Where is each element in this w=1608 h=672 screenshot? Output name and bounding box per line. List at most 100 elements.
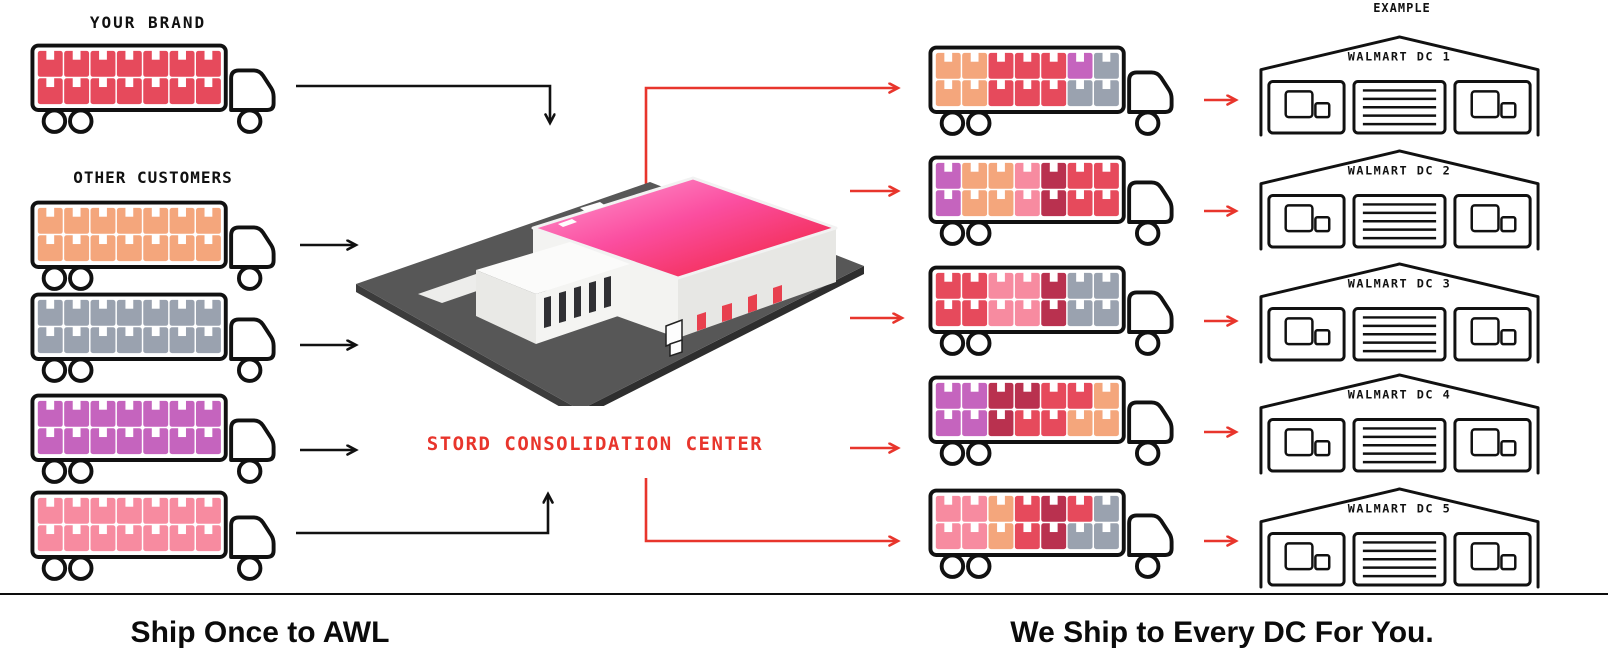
cargo-box-orange xyxy=(935,79,961,107)
cargo-box-gray xyxy=(64,299,90,326)
cargo-box-darkred xyxy=(1041,189,1067,217)
dock-door-shutter xyxy=(1352,532,1447,587)
cargo-box-red xyxy=(1093,189,1119,217)
cargo-box-purple xyxy=(37,400,63,427)
cargo-box-pink xyxy=(935,522,961,550)
cargo-box-orange xyxy=(195,207,221,234)
cargo-box-orange xyxy=(169,207,195,234)
warehouse-graphic: WALMART DC 5 xyxy=(1259,487,1540,589)
cargo-box-orange xyxy=(962,52,988,79)
truck-cab xyxy=(229,317,276,361)
dock-door-pallet xyxy=(1453,532,1532,587)
wheel xyxy=(939,330,966,356)
wheel xyxy=(68,265,94,291)
cargo-box-red xyxy=(1067,382,1093,409)
cargo-box-pink xyxy=(988,272,1014,299)
caption-we-ship: We Ship to Every DC For You. xyxy=(1010,616,1434,649)
outbound-truck-3-graphic xyxy=(928,265,1174,356)
cargo-box-purple xyxy=(169,400,195,427)
cargo-box-red xyxy=(1067,162,1093,189)
cargo-box-purple xyxy=(935,409,961,437)
cargo-box-red xyxy=(1067,495,1093,522)
customer-truck-pink-graphic xyxy=(30,490,276,581)
cargo-box-pink xyxy=(64,524,90,552)
cargo-box-orange xyxy=(988,189,1014,217)
cargo-box-gray xyxy=(195,326,221,354)
hall-right-wall xyxy=(678,228,836,338)
warehouse-3d-graphic xyxy=(356,176,864,418)
warehouse-dc-2: WALMART DC 2 xyxy=(1256,144,1543,255)
dock-stripe xyxy=(773,285,782,304)
cargo-box-orange xyxy=(962,79,988,107)
cargo-box-pink xyxy=(1014,189,1040,217)
dock-door-pallet xyxy=(1267,532,1346,587)
cargo-box-gray xyxy=(1093,272,1119,299)
wheel xyxy=(966,330,992,356)
cargo-box-pink xyxy=(962,522,988,550)
example-label: EXAMPLE xyxy=(1373,1,1431,15)
cargo-box-gray xyxy=(1093,79,1119,107)
wheel xyxy=(41,458,68,484)
cargo-box-orange xyxy=(90,234,116,262)
cargo-box-gray xyxy=(1093,522,1119,550)
warehouse-dc-1: WALMART DC 1 xyxy=(1256,30,1543,141)
outbound-truck-4 xyxy=(928,375,1176,471)
cargo-box-orange xyxy=(169,234,195,262)
customer-truck-pink xyxy=(30,490,278,586)
dock-stripe xyxy=(697,312,706,331)
cargo-box-red xyxy=(1014,52,1040,79)
cargo-box-orange xyxy=(143,207,169,234)
cargo-box-red xyxy=(962,272,988,299)
truck-cab xyxy=(1127,290,1174,334)
cargo-box-purple xyxy=(143,400,169,427)
caption-ship-once: Ship Once to AWL xyxy=(130,616,390,649)
cargo-box-red xyxy=(37,50,63,77)
truck-cab xyxy=(229,68,276,112)
cargo-box-purple xyxy=(90,400,116,427)
cargo-box-red xyxy=(1093,162,1119,189)
wheel xyxy=(41,108,68,134)
cargo-box-red xyxy=(1014,522,1040,550)
outbound-truck-1-graphic xyxy=(928,45,1174,136)
cargo-box-red xyxy=(988,52,1014,79)
cargo-box-pink xyxy=(64,497,90,524)
cargo-box-gray xyxy=(1067,272,1093,299)
hall-roof xyxy=(531,176,838,280)
truck-cab xyxy=(1127,400,1174,444)
truck-cab xyxy=(229,515,276,559)
wheel xyxy=(966,110,992,136)
cargo-box-gray xyxy=(169,299,195,326)
cargo-box-orange xyxy=(988,495,1014,522)
wheel xyxy=(939,553,966,579)
dock-door-pallet xyxy=(1453,80,1532,135)
platform-edge-left xyxy=(356,284,580,418)
wheel xyxy=(236,357,263,383)
cargo-box-orange xyxy=(116,234,142,262)
consolidation-center-label: STORD CONSOLIDATION CENTER xyxy=(426,433,764,455)
cargo-box-gray xyxy=(143,299,169,326)
arrow-customer4-to-center xyxy=(296,494,548,535)
cargo-box-darkred xyxy=(1041,162,1067,189)
cargo-box-purple xyxy=(935,382,961,409)
office-window xyxy=(559,291,566,323)
warehouse-dc-5: WALMART DC 5 xyxy=(1256,482,1543,593)
cargo-box-orange xyxy=(195,234,221,262)
cargo-box-orange xyxy=(1093,382,1119,409)
cargo-box-purple xyxy=(37,427,63,455)
cargo-box-darkred xyxy=(1041,299,1067,327)
cargo-box-red xyxy=(37,77,63,105)
cargo-box-darkred xyxy=(1041,495,1067,522)
dock-door-shutter xyxy=(1352,80,1447,135)
wheel xyxy=(966,440,992,466)
cargo-box-red xyxy=(143,77,169,105)
cargo-box-orange xyxy=(962,189,988,217)
wheel xyxy=(1134,330,1161,356)
your-brand-label: YOUR BRAND xyxy=(89,13,207,32)
cargo-box-pink xyxy=(988,299,1014,327)
cargo-box-gray xyxy=(143,326,169,354)
warehouse-name: WALMART DC 4 xyxy=(1348,388,1452,402)
truck-cab xyxy=(229,225,276,269)
wheel xyxy=(236,458,263,484)
wheel xyxy=(41,265,68,291)
cargo-box-orange xyxy=(116,207,142,234)
